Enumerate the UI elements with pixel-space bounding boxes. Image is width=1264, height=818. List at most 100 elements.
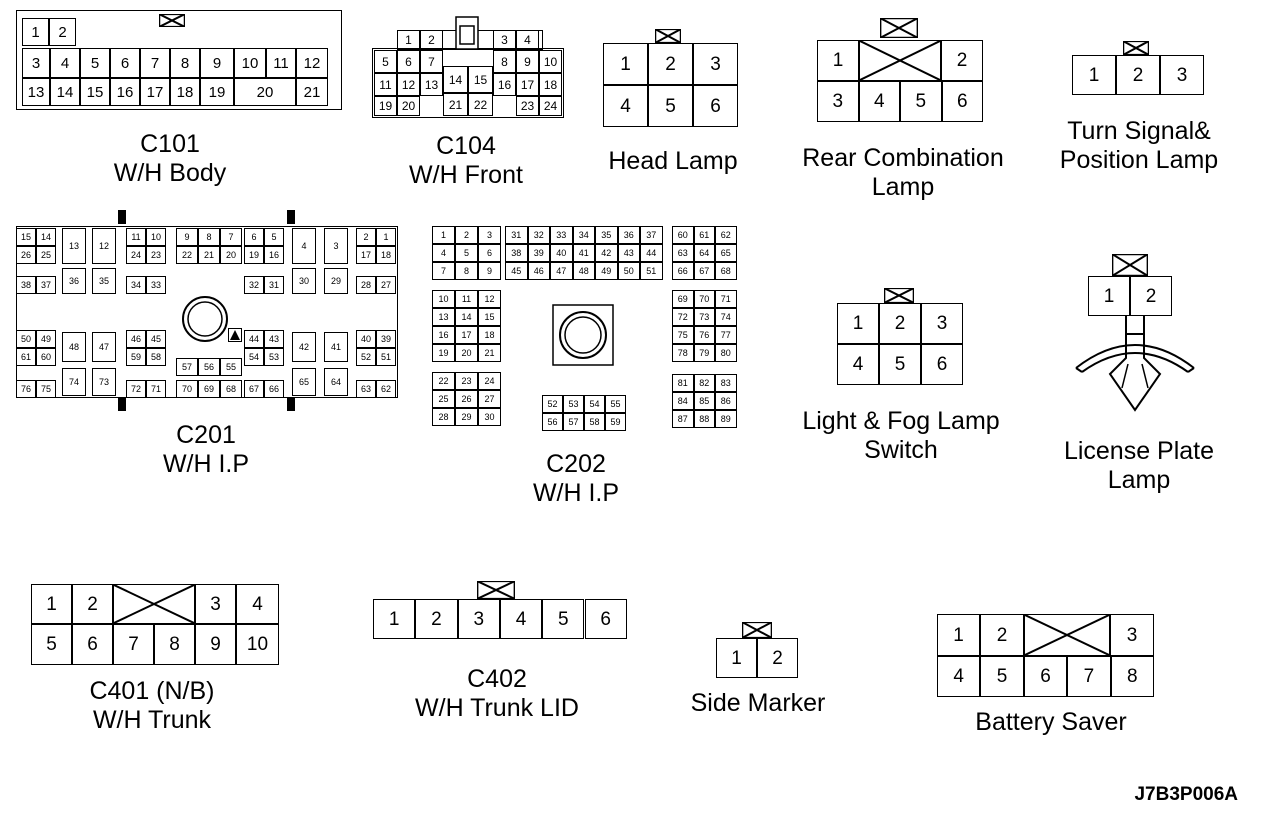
pin-7: 7 (420, 50, 443, 73)
pin-6: 6 (921, 344, 963, 385)
pin-81: 81 (672, 374, 694, 392)
pin-25: 25 (432, 390, 455, 408)
connector-description: W/H I.P (532, 479, 620, 507)
connector-name: Light & Fog Lamp (802, 407, 1000, 435)
pin-49: 49 (595, 262, 618, 280)
lock-latch-icon (655, 29, 681, 43)
pin-76: 76 (693, 326, 715, 344)
pin-32: 32 (527, 226, 550, 244)
pin-43: 43 (617, 244, 640, 262)
pin-10: 10 (146, 228, 166, 246)
pin-1: 1 (716, 638, 757, 678)
pin-60: 60 (36, 348, 56, 366)
pin-6: 6 (478, 244, 501, 262)
pin-4: 4 (937, 656, 981, 697)
locating-tab (287, 397, 295, 411)
pin-5: 5 (374, 50, 397, 73)
pin-9: 9 (478, 262, 501, 280)
pin-15: 15 (478, 308, 501, 326)
pin-2: 2 (49, 18, 76, 46)
pin-50: 50 (16, 330, 36, 348)
pin-34: 34 (572, 226, 595, 244)
pin-62: 62 (376, 380, 396, 398)
pin-74: 74 (715, 308, 737, 326)
connector-label: C401 (N/B)W/H Trunk (22, 677, 282, 735)
pin-2: 2 (941, 40, 983, 81)
connector-name: Rear Combination (802, 144, 1004, 172)
pin-75: 75 (672, 326, 694, 344)
pin-6: 6 (72, 624, 113, 665)
pin-2: 2 (455, 226, 478, 244)
connector-name: C201 (176, 421, 236, 449)
pin-83: 83 (715, 374, 737, 392)
pin-5: 5 (648, 85, 693, 127)
pin-13: 13 (22, 78, 50, 106)
pin-21: 21 (198, 246, 220, 264)
pin-4: 4 (858, 81, 900, 122)
pin-9: 9 (516, 50, 539, 73)
pin-4: 4 (516, 30, 539, 50)
pin-17: 17 (140, 78, 170, 106)
pin-84: 84 (672, 392, 694, 410)
pin-7: 7 (1067, 656, 1111, 697)
pin-71: 71 (715, 290, 737, 308)
pin-16: 16 (264, 246, 284, 264)
lock-latch-icon (455, 16, 479, 50)
pin-21: 21 (478, 344, 501, 362)
pin-37: 37 (36, 276, 56, 294)
pin-52: 52 (542, 395, 563, 413)
pin-2: 2 (420, 30, 443, 50)
pin-34: 34 (126, 276, 146, 294)
pin-75: 75 (36, 380, 56, 398)
pin-12: 12 (92, 228, 116, 264)
pin-17: 17 (516, 73, 539, 96)
pin-74: 74 (62, 368, 86, 396)
pin-53: 53 (563, 395, 584, 413)
pin-42: 42 (595, 244, 618, 262)
pin-14: 14 (50, 78, 80, 106)
blank-x-cavity (859, 40, 941, 81)
pin-61: 61 (16, 348, 36, 366)
pin-48: 48 (62, 332, 86, 362)
pin-14: 14 (443, 66, 468, 93)
pin-45: 45 (146, 330, 166, 348)
pin-17: 17 (455, 326, 478, 344)
pin-57: 57 (176, 358, 198, 376)
pin-63: 63 (672, 244, 694, 262)
pin-24: 24 (126, 246, 146, 264)
connector-description: Switch (864, 436, 938, 464)
pin-1: 1 (837, 303, 879, 344)
connector-description: W/H Trunk (92, 706, 212, 734)
pin-20: 20 (234, 78, 296, 106)
pin-60: 60 (672, 226, 694, 244)
pin-4: 4 (432, 244, 455, 262)
pin-28: 28 (356, 276, 376, 294)
pin-19: 19 (432, 344, 455, 362)
pin-40: 40 (356, 330, 376, 348)
pin-59: 59 (605, 413, 626, 431)
connector-name: Battery Saver (975, 708, 1127, 736)
pin-2: 2 (980, 614, 1024, 656)
pin-3: 3 (921, 303, 963, 344)
pin-66: 66 (264, 380, 284, 398)
connector-description: Position Lamp (1059, 146, 1219, 174)
pin-18: 18 (478, 326, 501, 344)
pin-3: 3 (478, 226, 501, 244)
polarity-mark-icon (228, 328, 242, 342)
pin-69: 69 (198, 380, 220, 398)
pin-4: 4 (837, 344, 879, 385)
pin-5: 5 (879, 344, 921, 385)
pin-61: 61 (693, 226, 715, 244)
pin-20: 20 (455, 344, 478, 362)
pin-6: 6 (244, 228, 264, 246)
pin-38: 38 (16, 276, 36, 294)
pin-68: 68 (715, 262, 737, 280)
locating-tab (118, 210, 126, 224)
